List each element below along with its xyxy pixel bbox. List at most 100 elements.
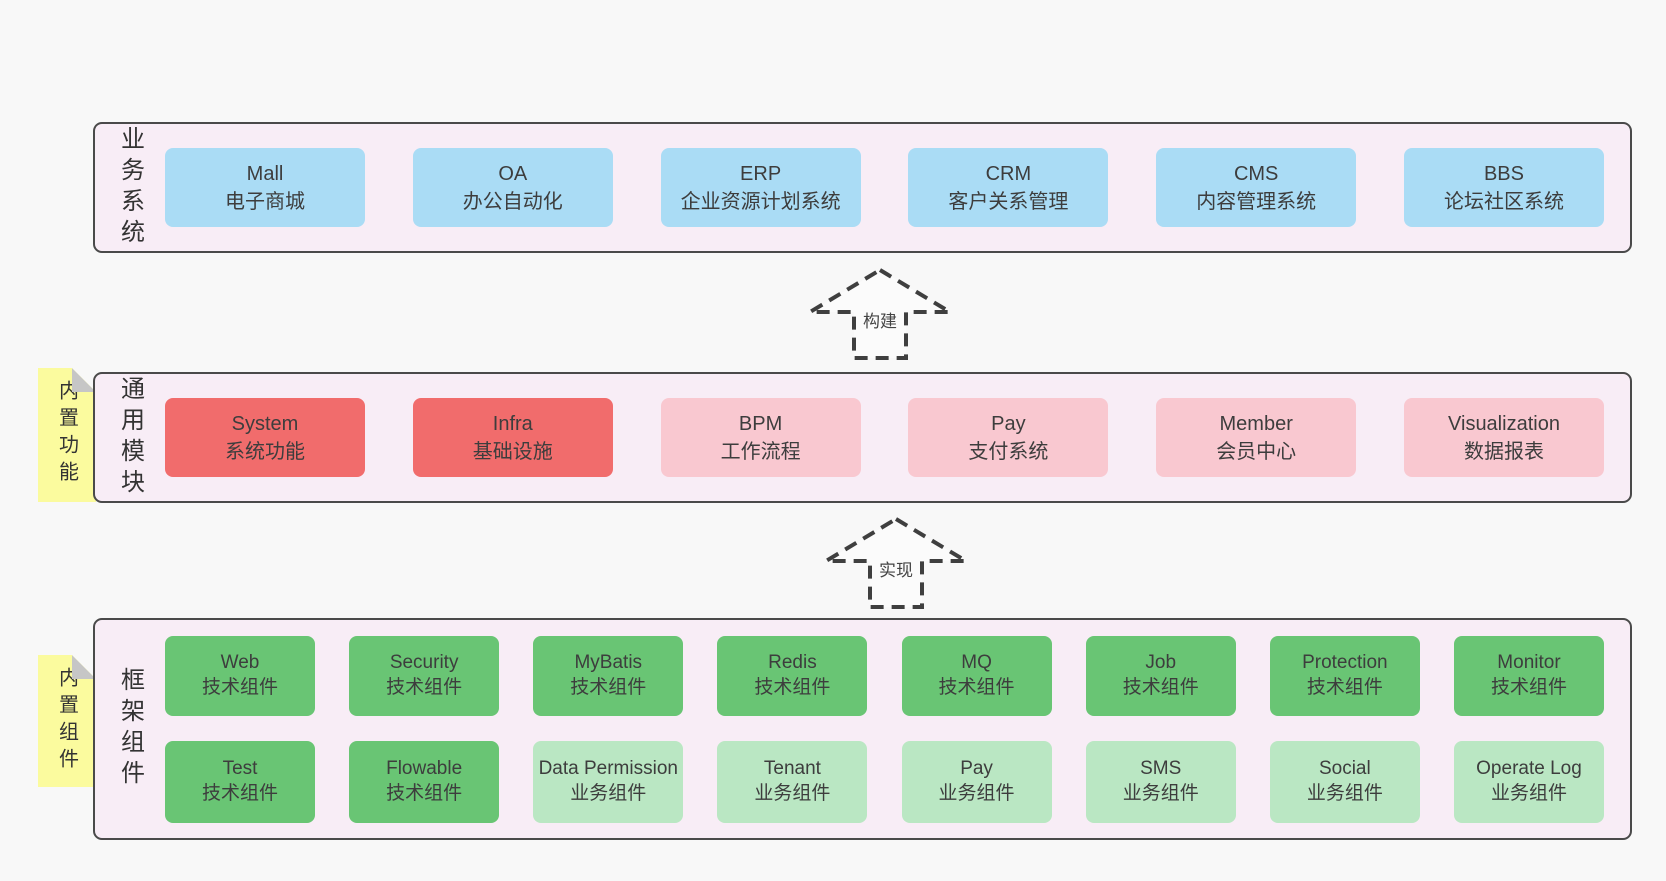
- component-box-web: Web 技术组件: [165, 635, 315, 716]
- box-title: Tenant: [763, 757, 821, 779]
- module-box-infra: Infra 基础设施: [412, 398, 613, 477]
- note-text: 内置组件: [55, 667, 78, 775]
- box-title: Pay: [960, 757, 993, 779]
- component-box-job: Job 技术组件: [1085, 635, 1236, 716]
- note-text: 内置功能: [55, 380, 78, 488]
- system-box-cms: CMS 内容管理系统: [1156, 148, 1357, 227]
- box-title: Pay: [991, 412, 1026, 435]
- panel-side-label: 通用模块: [116, 375, 144, 500]
- box-title: Monitor: [1497, 651, 1561, 673]
- component-box-flowable: Flowable 技术组件: [349, 740, 500, 823]
- system-box-oa: OA 办公自动化: [412, 148, 613, 227]
- component-box-test: Test 技术组件: [165, 740, 315, 823]
- business-boxes-row: Mall 电子商城 OA 办公自动化 ERP 企业资源计划系统 CRM 客户关系…: [165, 148, 1604, 227]
- box-subtitle: 技术组件: [1490, 676, 1567, 698]
- box-subtitle: 数据报表: [1463, 440, 1544, 463]
- box-subtitle: 业务组件: [1490, 782, 1567, 804]
- component-box-protection: Protection 技术组件: [1269, 635, 1420, 716]
- box-subtitle: 内容管理系统: [1196, 190, 1317, 213]
- system-box-erp: ERP 企业资源计划系统: [660, 148, 861, 227]
- module-box-pay: Pay 支付系统: [908, 398, 1109, 477]
- component-box-redis: Redis 技术组件: [717, 635, 868, 716]
- system-box-crm: CRM 客户关系管理: [908, 148, 1109, 227]
- box-subtitle: 客户关系管理: [948, 190, 1069, 213]
- box-subtitle: 技术组件: [201, 676, 278, 698]
- component-box-security: Security 技术组件: [349, 635, 500, 716]
- box-subtitle: 技术组件: [754, 676, 831, 698]
- framework-components-panel: 框架组件 Web 技术组件 Security 技术组件 MyBatis 技术组件…: [93, 618, 1632, 840]
- panel-side-label: 框架组件: [116, 667, 144, 791]
- biz-components-row: Test 技术组件 Flowable 技术组件 Data Permission …: [165, 740, 1604, 823]
- box-title: Security: [389, 651, 459, 673]
- component-box-social: Social 业务组件: [1269, 740, 1420, 823]
- system-box-mall: Mall 电子商城: [165, 148, 365, 227]
- box-title: MQ: [961, 651, 992, 673]
- box-title: Mall: [246, 162, 284, 185]
- box-subtitle: 会员中心: [1216, 440, 1297, 463]
- component-box-pay: Pay 业务组件: [901, 740, 1052, 823]
- box-title: MyBatis: [574, 651, 643, 673]
- box-title: Job: [1145, 651, 1177, 673]
- tech-components-row: Web 技术组件 Security 技术组件 MyBatis 技术组件 Redi…: [165, 635, 1604, 716]
- box-title: BBS: [1483, 162, 1524, 185]
- build-arrow: 构建: [805, 266, 955, 363]
- box-title: System: [231, 412, 299, 435]
- box-subtitle: 系统功能: [225, 440, 305, 463]
- module-box-system: System 系统功能: [165, 398, 365, 477]
- implement-arrow-label: 实现: [876, 555, 916, 582]
- box-subtitle: 业务组件: [754, 782, 831, 804]
- component-box-tenant: Tenant 业务组件: [717, 740, 868, 823]
- box-title: CRM: [985, 162, 1032, 185]
- box-title: Infra: [492, 412, 533, 435]
- component-box-sms: SMS 业务组件: [1085, 740, 1236, 823]
- component-box-mq: MQ 技术组件: [901, 635, 1052, 716]
- component-boxes-grid: Web 技术组件 Security 技术组件 MyBatis 技术组件 Redi…: [165, 635, 1604, 823]
- box-subtitle: 工作流程: [720, 440, 801, 463]
- box-subtitle: 技术组件: [386, 782, 463, 804]
- box-title: Web: [220, 651, 260, 673]
- component-box-mybatis: MyBatis 技术组件: [533, 635, 684, 716]
- box-title: Data Permission: [538, 757, 678, 779]
- box-subtitle: 技术组件: [386, 676, 463, 698]
- box-subtitle: 技术组件: [1306, 676, 1383, 698]
- box-title: Protection: [1302, 651, 1388, 673]
- box-subtitle: 支付系统: [968, 440, 1049, 463]
- box-title: Social: [1318, 757, 1371, 779]
- box-title: Test: [222, 757, 258, 779]
- implement-arrow: 实现: [821, 515, 971, 612]
- common-modules-panel: 通用模块 System 系统功能 Infra 基础设施 BPM 工作流程 Pay…: [93, 372, 1632, 503]
- box-title: BPM: [738, 412, 783, 435]
- box-title: SMS: [1140, 757, 1182, 779]
- module-box-visualization: Visualization 数据报表: [1403, 398, 1604, 477]
- box-subtitle: 论坛社区系统: [1443, 190, 1564, 213]
- box-title: Operate Log: [1476, 757, 1582, 779]
- box-subtitle: 业务组件: [1122, 782, 1199, 804]
- box-title: OA: [498, 162, 528, 185]
- box-subtitle: 技术组件: [1122, 676, 1199, 698]
- box-title: Flowable: [386, 757, 463, 779]
- box-title: ERP: [740, 162, 782, 185]
- box-title: CMS: [1233, 162, 1279, 185]
- box-subtitle: 技术组件: [570, 676, 647, 698]
- box-title: Redis: [768, 651, 817, 673]
- component-box-operate-log: Operate Log 业务组件: [1453, 740, 1604, 823]
- box-subtitle: 办公自动化: [462, 190, 563, 213]
- box-subtitle: 业务组件: [1306, 782, 1383, 804]
- module-box-bpm: BPM 工作流程: [660, 398, 861, 477]
- module-boxes-row: System 系统功能 Infra 基础设施 BPM 工作流程 Pay 支付系统…: [165, 398, 1604, 477]
- box-subtitle: 技术组件: [201, 782, 278, 804]
- box-subtitle: 企业资源计划系统: [680, 190, 841, 213]
- builtin-features-note: 内置功能: [38, 368, 96, 502]
- box-subtitle: 基础设施: [472, 440, 553, 463]
- box-subtitle: 业务组件: [938, 782, 1015, 804]
- box-subtitle: 技术组件: [938, 676, 1015, 698]
- business-systems-panel: 业务系统 Mall 电子商城 OA 办公自动化 ERP 企业资源计划系统 CRM…: [93, 122, 1632, 253]
- box-subtitle: 电子商城: [225, 190, 305, 213]
- module-box-member: Member 会员中心: [1156, 398, 1357, 477]
- panel-side-label: 业务系统: [116, 125, 144, 250]
- component-box-monitor: Monitor 技术组件: [1453, 635, 1604, 716]
- system-box-bbs: BBS 论坛社区系统: [1403, 148, 1604, 227]
- component-box-data-permission: Data Permission 业务组件: [533, 740, 684, 823]
- box-title: Member: [1219, 412, 1293, 435]
- box-title: Visualization: [1448, 412, 1560, 435]
